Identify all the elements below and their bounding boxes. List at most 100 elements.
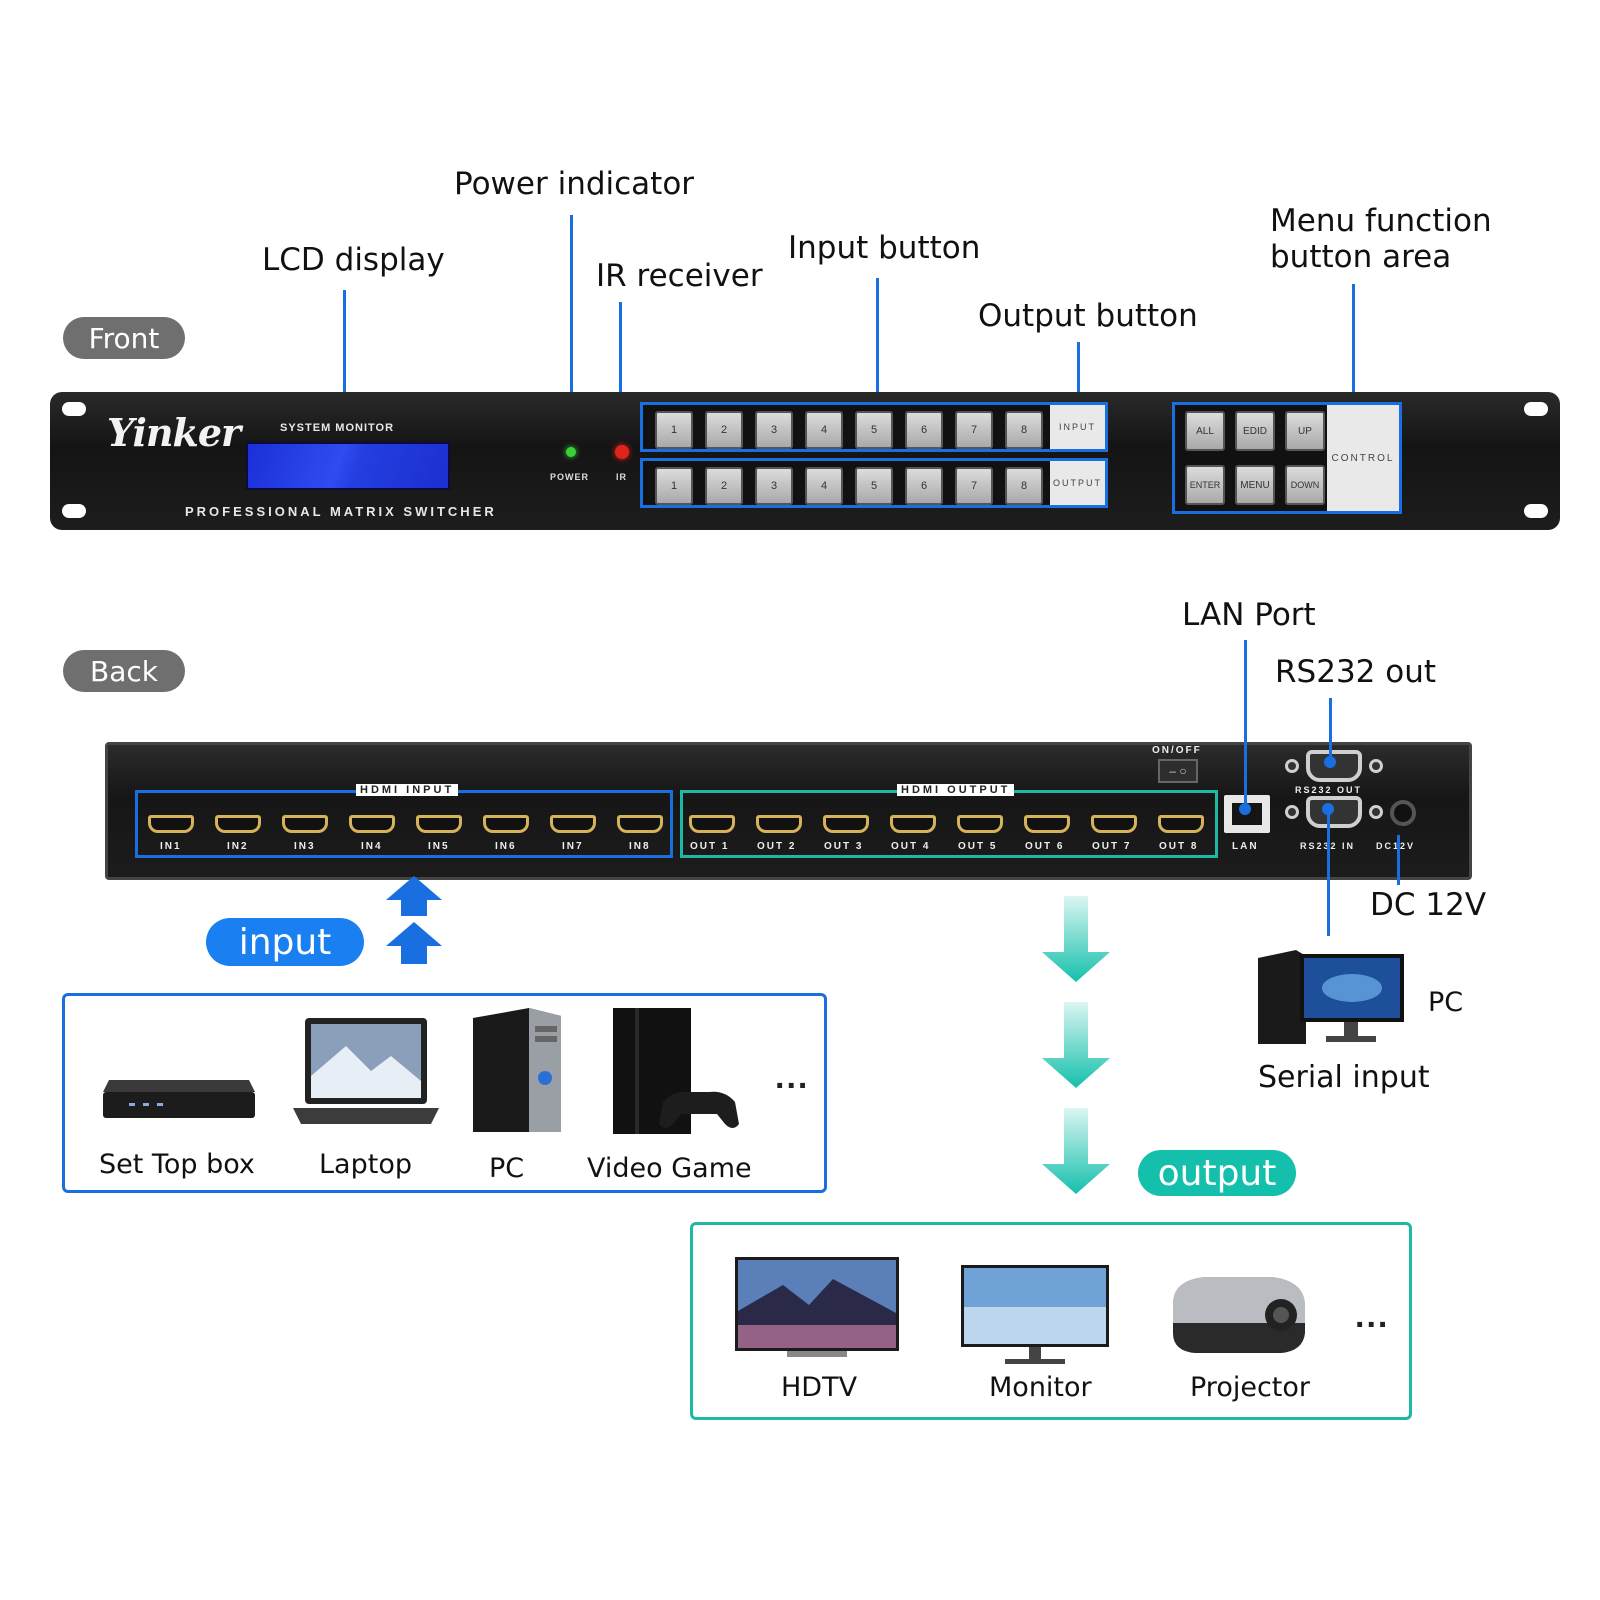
output-key-5[interactable]: 5	[855, 467, 893, 505]
dc-label: DC12V	[1376, 841, 1416, 851]
serial-pc-label: PC	[1428, 987, 1464, 1018]
hdmi-output-group: HDMI OUTPUT	[680, 784, 1218, 858]
power-led	[566, 447, 576, 457]
output-key-7[interactable]: 7	[955, 467, 993, 505]
hdmi-out-label: OUT 4	[891, 841, 931, 852]
hdmi-in-port-6[interactable]	[483, 815, 529, 833]
output-devices-box: HDTV Monitor Projector ...	[690, 1222, 1412, 1420]
enter-button[interactable]: ENTER	[1185, 465, 1225, 505]
all-button[interactable]: ALL	[1185, 411, 1225, 451]
output-key-2[interactable]: 2	[705, 467, 743, 505]
hdtv-icon	[735, 1257, 899, 1357]
monitor-icon	[961, 1265, 1109, 1364]
hdmi-in-label: IN1	[160, 841, 182, 852]
hdmi-out-port-3[interactable]	[823, 815, 869, 833]
serial-input-leader	[1327, 808, 1330, 936]
hdmi-input-title: HDMI INPUT	[356, 784, 459, 796]
input-key-4[interactable]: 4	[805, 411, 843, 449]
input-button-callout: Input button	[788, 230, 981, 266]
input-key-2[interactable]: 2	[705, 411, 743, 449]
hdmi-input-group: HDMI INPUT	[135, 784, 673, 858]
hdmi-out-port-7[interactable]	[1091, 815, 1137, 833]
power-switch[interactable]: – ○	[1158, 759, 1198, 783]
output-key-1[interactable]: 1	[655, 467, 693, 505]
menu-function-callout: Menu function button area	[1270, 203, 1492, 275]
down-button[interactable]: DOWN	[1285, 465, 1325, 505]
rs232-in-port[interactable]	[1306, 796, 1362, 828]
input-key-7[interactable]: 7	[955, 411, 993, 449]
projector-icon	[1173, 1277, 1305, 1353]
hdmi-out-port-5[interactable]	[957, 815, 1003, 833]
menu-button[interactable]: MENU	[1235, 465, 1275, 505]
more-inputs-ellipsis: ...	[775, 1058, 810, 1096]
hdmi-out-label: OUT 2	[757, 841, 797, 852]
power-indicator-callout: Power indicator	[454, 166, 695, 202]
dc-leader	[1397, 835, 1400, 885]
serial-pc-icon	[1258, 950, 1404, 1044]
rack-ear-hole	[1524, 402, 1548, 416]
dc-12v-callout: DC 12V	[1370, 887, 1487, 923]
screw	[1369, 759, 1383, 773]
device-label: Projector	[1190, 1372, 1310, 1403]
hdmi-out-label: OUT 7	[1092, 841, 1132, 852]
hdmi-output-title: HDMI OUTPUT	[897, 784, 1015, 796]
output-key-8[interactable]: 8	[1005, 467, 1043, 505]
hdmi-out-label: OUT 6	[1025, 841, 1065, 852]
output-button-callout: Output button	[978, 298, 1198, 334]
hdmi-in-port-4[interactable]	[349, 815, 395, 833]
dc-jack[interactable]	[1390, 800, 1416, 826]
input-leader	[876, 278, 879, 404]
hdmi-out-label: OUT 8	[1159, 841, 1199, 852]
hdmi-out-label: OUT 3	[824, 841, 864, 852]
hdmi-out-port-8[interactable]	[1158, 815, 1204, 833]
hdmi-out-port-4[interactable]	[890, 815, 936, 833]
edid-button[interactable]: EDID	[1235, 411, 1275, 451]
output-key-3[interactable]: 3	[755, 467, 793, 505]
input-key-5[interactable]: 5	[855, 411, 893, 449]
output-tag: output	[1138, 1150, 1296, 1196]
more-outputs-ellipsis: ...	[1355, 1297, 1390, 1335]
output-key-4[interactable]: 4	[805, 467, 843, 505]
hdmi-in-port-5[interactable]	[416, 815, 462, 833]
hdmi-in-port-1[interactable]	[148, 815, 194, 833]
input-key-6[interactable]: 6	[905, 411, 943, 449]
lcd-screen	[246, 442, 450, 490]
device-label: HDTV	[781, 1372, 858, 1403]
menu-leader	[1352, 284, 1355, 410]
ir-receiver-led	[615, 445, 629, 459]
hdmi-in-port-8[interactable]	[617, 815, 663, 833]
hdmi-in-label: IN3	[294, 841, 316, 852]
output-row-label: OUTPUT	[1050, 461, 1105, 505]
front-panel: Yinker SYSTEM MONITOR PROFESSIONAL MATRI…	[50, 392, 1560, 530]
hdmi-in-port-3[interactable]	[282, 815, 328, 833]
down-arrow-icon	[1042, 1108, 1110, 1194]
back-tag: Back	[63, 650, 185, 692]
hdmi-in-port-7[interactable]	[550, 815, 596, 833]
hdmi-out-port-1[interactable]	[689, 815, 735, 833]
hdmi-in-label: IN8	[629, 841, 651, 852]
rs232-out-label: RS232 OUT	[1295, 785, 1363, 795]
serial-input-leader-dot	[1322, 803, 1334, 815]
front-tag: Front	[63, 317, 185, 359]
down-arrow-icon	[1042, 896, 1110, 982]
output-arrows	[1042, 896, 1110, 1194]
rs232-out-leader-dot	[1324, 756, 1336, 768]
output-button-row: 1 2 3 4 5 6 7 8 OUTPUT	[640, 458, 1108, 508]
hdmi-in-port-2[interactable]	[215, 815, 261, 833]
hdmi-out-port-2[interactable]	[756, 815, 802, 833]
input-key-8[interactable]: 8	[1005, 411, 1043, 449]
up-button[interactable]: UP	[1285, 411, 1325, 451]
input-key-3[interactable]: 3	[755, 411, 793, 449]
screw	[1369, 805, 1383, 819]
output-key-6[interactable]: 6	[905, 467, 943, 505]
hdmi-out-port-6[interactable]	[1024, 815, 1070, 833]
on-off-label: ON/OFF	[1152, 745, 1202, 756]
brand-logo: Yinker	[107, 410, 241, 455]
lan-leader	[1244, 640, 1247, 808]
input-key-1[interactable]: 1	[655, 411, 693, 449]
set-top-box-icon	[103, 1080, 255, 1118]
ir-label: IR	[616, 472, 627, 482]
power-label: POWER	[550, 472, 590, 482]
device-label: Set Top box	[99, 1149, 255, 1180]
rs232-in-label: RS232 IN	[1300, 841, 1356, 851]
